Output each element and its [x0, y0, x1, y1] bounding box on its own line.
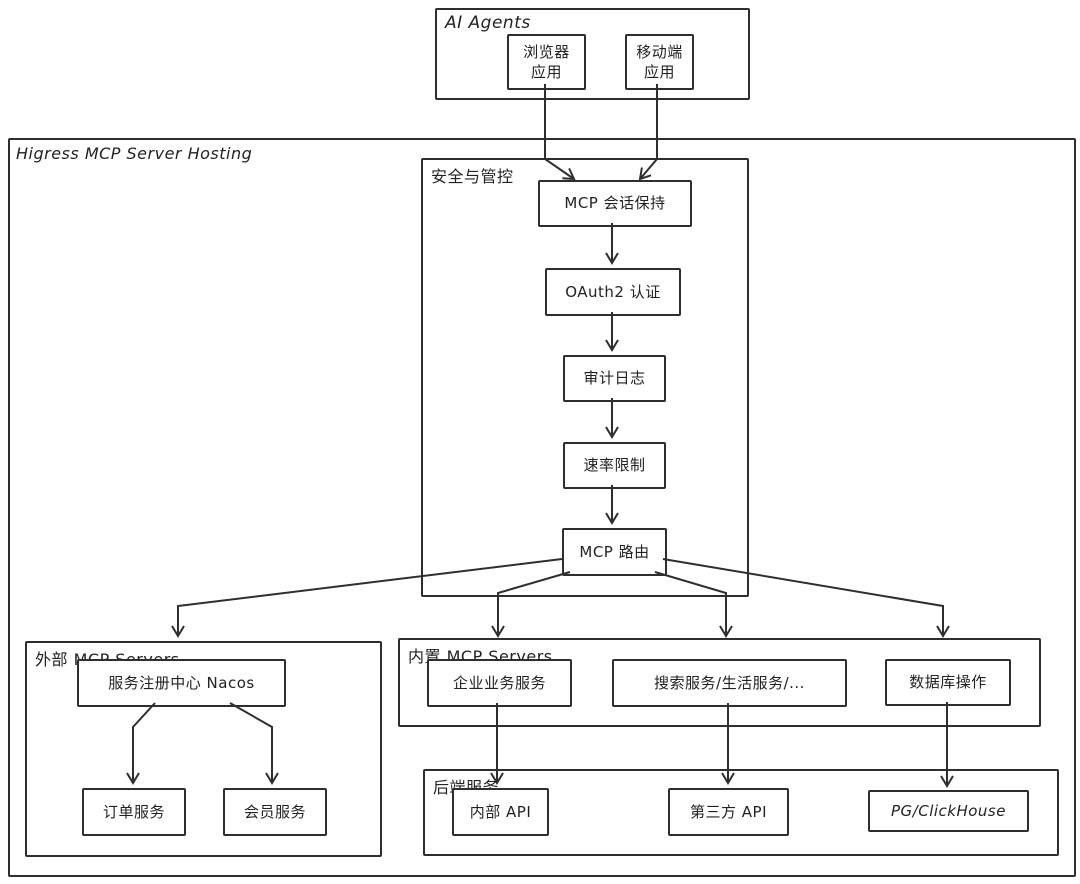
database-ops-node: 数据库操作 [885, 659, 1011, 706]
hosting-group: Higress MCP Server Hosting [8, 138, 1076, 877]
pg-clickhouse-node: PG/ClickHouse [868, 790, 1029, 832]
internal-api-label: 内部 API [469, 802, 532, 821]
audit-log-label: 审计日志 [583, 369, 646, 388]
search-life-service-node: 搜索服务/生活服务/... [612, 659, 847, 707]
rate-limit-label: 速率限制 [583, 456, 646, 475]
security-group: 安全与管控 [421, 158, 749, 597]
member-service-node: 会员服务 [223, 788, 327, 836]
mcp-session-label: MCP 会话保持 [564, 194, 666, 213]
browser-app-line2: 应用 [530, 63, 562, 81]
mobile-app-node: 移动端 应用 [625, 34, 694, 90]
hosting-title: Higress MCP Server Hosting [16, 144, 253, 163]
member-service-label: 会员服务 [243, 802, 306, 821]
order-service-label: 订单服务 [102, 802, 165, 821]
database-ops-label: 数据库操作 [909, 673, 987, 692]
mobile-app-line2: 应用 [643, 63, 675, 81]
security-node-mcp-router: MCP 路由 [562, 528, 667, 576]
ai-agents-title: AI Agents [445, 13, 531, 33]
browser-app-node: 浏览器 应用 [507, 34, 586, 90]
internal-api-node: 内部 API [452, 788, 549, 836]
oauth2-label: OAuth2 认证 [565, 282, 661, 301]
enterprise-service-label: 企业业务服务 [452, 673, 546, 692]
third-party-api-node: 第三方 API [668, 788, 789, 836]
third-party-api-label: 第三方 API [690, 802, 767, 821]
search-life-service-label: 搜索服务/生活服务/... [654, 673, 805, 692]
security-node-oauth2: OAuth2 认证 [545, 268, 681, 316]
mcp-router-label: MCP 路由 [579, 542, 650, 561]
security-node-mcp-session: MCP 会话保持 [538, 180, 692, 227]
security-node-rate-limit: 速率限制 [563, 442, 666, 489]
security-node-audit-log: 审计日志 [563, 355, 666, 402]
security-title: 安全与管控 [431, 167, 514, 186]
pg-clickhouse-label: PG/ClickHouse [891, 801, 1006, 820]
enterprise-service-node: 企业业务服务 [427, 659, 572, 707]
nacos-registry-node: 服务注册中心 Nacos [77, 659, 286, 707]
mobile-app-line1: 移动端 [636, 42, 683, 61]
nacos-registry-label: 服务注册中心 Nacos [108, 673, 255, 692]
order-service-node: 订单服务 [82, 788, 186, 836]
ai-agents-group: AI Agents 浏览器 应用 移动端 应用 [435, 8, 750, 100]
browser-app-line1: 浏览器 [523, 42, 570, 61]
